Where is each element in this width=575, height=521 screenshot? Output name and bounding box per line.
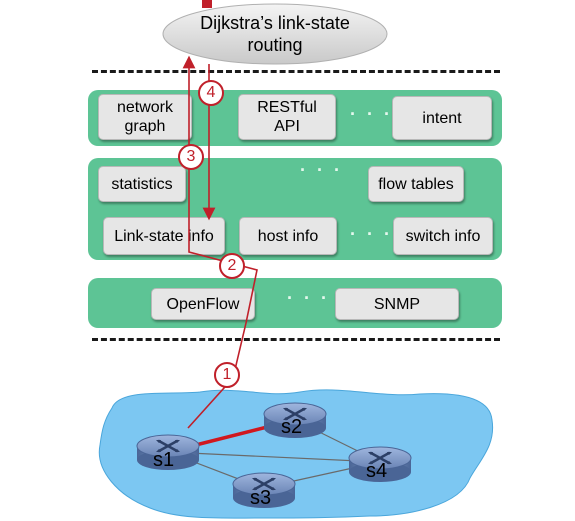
switch-s4-label: s4 xyxy=(366,460,388,482)
app-title: Dijkstra’s link-state routing xyxy=(165,12,385,56)
statistics-box[interactable]: statistics xyxy=(98,166,186,202)
intent-box[interactable]: intent xyxy=(392,96,492,140)
app-cloud xyxy=(162,0,388,65)
network-cloud xyxy=(98,389,494,519)
restful-api-box[interactable]: RESTful API xyxy=(238,94,336,140)
step-1-marker: 1 xyxy=(214,362,240,388)
flow-tables-box[interactable]: flow tables xyxy=(368,166,464,202)
switch-s3-label: s3 xyxy=(250,487,272,509)
link-state-info-box[interactable]: Link-state info xyxy=(103,217,225,255)
app-title-line2: routing xyxy=(247,35,303,55)
step-4-marker: 4 xyxy=(198,80,224,106)
southbound-layer-ellipsis: · · · xyxy=(287,288,330,308)
host-info-box[interactable]: host info xyxy=(239,217,337,255)
controller-layer-ellipsis-top: · · · xyxy=(300,160,343,180)
switch-info-box[interactable]: switch info xyxy=(393,217,493,255)
step-2-marker: 2 xyxy=(219,253,245,279)
network-graph-line1: network xyxy=(116,99,174,116)
restful-api-line2: API xyxy=(274,118,300,135)
network-graph-box[interactable]: network graph xyxy=(98,94,192,140)
controller-layer-ellipsis-bottom: · · · xyxy=(350,224,393,244)
switch-s2-label: s2 xyxy=(281,416,303,438)
openflow-box[interactable]: OpenFlow xyxy=(151,288,255,320)
app-layer-ellipsis: · · · xyxy=(350,104,393,124)
top-separator xyxy=(92,70,500,73)
snmp-box[interactable]: SNMP xyxy=(335,288,459,320)
app-title-line1: Dijkstra’s link-state xyxy=(200,13,350,33)
network-graph-line2: graph xyxy=(124,118,166,135)
restful-api-line1: RESTful xyxy=(257,99,317,116)
bottom-separator xyxy=(92,338,500,341)
step-3-marker: 3 xyxy=(178,144,204,170)
switch-s1-label: s1 xyxy=(153,449,175,471)
